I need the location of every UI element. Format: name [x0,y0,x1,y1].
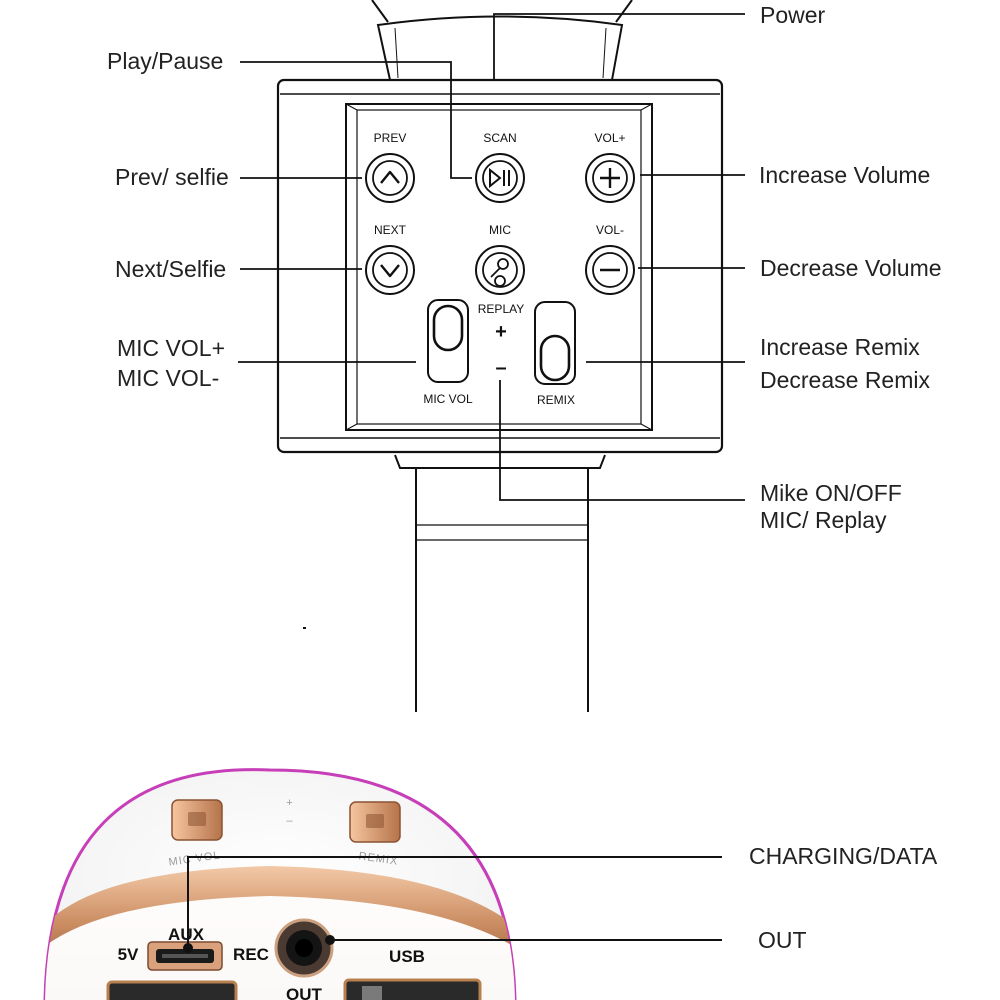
handle [303,454,606,712]
increase-volume-callout: Increase Volume [759,162,930,188]
minus-symbol: – [495,357,506,379]
rec-label: REC [233,945,269,964]
vol-plus-label: VOL+ [594,131,625,145]
remix-slider-tab [349,801,401,843]
scan-label: SCAN [483,131,516,145]
play-pause-icon [489,167,510,189]
next-selfie-callout: Next/Selfie [115,256,226,282]
port-photo: + – MIC VOL REMIX AUX 5V REC USB OUT [43,768,517,1000]
mic-vol-slider-tab [171,799,223,841]
plus-symbol: + [495,321,507,343]
next-button[interactable] [365,245,415,295]
replay-label: REPLAY [478,302,524,316]
mic-vol-plus-callout: MIC VOL+ [117,335,225,361]
scan-button[interactable] [475,153,525,203]
aux-label: AUX [168,925,205,944]
prev-button[interactable] [365,153,415,203]
engraved-remix: REMIX [358,850,399,867]
top-callouts: Power Play/Pause Prev/ selfie Next/Selfi… [107,2,942,533]
engraved-plus: + [286,797,293,809]
plus-icon [600,168,620,188]
decrease-volume-callout: Decrease Volume [760,255,942,281]
five-v-label: 5V [118,945,139,964]
audio-jack[interactable] [274,918,334,978]
microphone-icon [490,258,509,287]
mic-label: MIC [489,223,511,237]
vol-plus-button[interactable] [585,153,635,203]
out-callout: OUT [758,927,807,953]
mic-vol-slider[interactable] [427,299,469,383]
prev-label: PREV [374,131,407,145]
decrease-remix-callout: Decrease Remix [760,367,930,393]
micro-usb-port[interactable] [147,941,223,971]
increase-remix-callout: Increase Remix [760,334,920,360]
power-callout: Power [760,2,826,28]
prev-selfie-callout: Prev/ selfie [115,164,229,190]
chevron-up-icon [380,170,400,184]
next-label: NEXT [374,223,407,237]
mic-vol-minus-callout: MIC VOL- [117,365,219,391]
usb-label: USB [389,947,425,966]
engraved-minus: – [286,815,293,827]
leader-lines [238,13,745,501]
microphone-head [371,0,633,81]
left-port [106,980,238,1000]
mike-on-off-callout: Mike ON/OFF [760,480,902,506]
vol-minus-button[interactable] [585,245,635,295]
out-port-label: OUT [286,985,323,1000]
button-grid: PREV SCAN VOL+ NEX [365,131,635,407]
mic-button[interactable] [475,245,525,295]
bottom-leader-lines [183,856,722,953]
charging-data-callout: CHARGING/DATA [749,843,938,869]
remix-slider[interactable] [534,301,576,385]
play-pause-callout: Play/Pause [107,48,223,74]
vol-minus-label: VOL- [596,223,624,237]
mic-vol-label: MIC VOL [423,392,473,406]
mic-replay-callout: MIC/ Replay [760,507,887,533]
remix-label: REMIX [537,393,575,407]
chevron-down-icon [380,264,400,278]
